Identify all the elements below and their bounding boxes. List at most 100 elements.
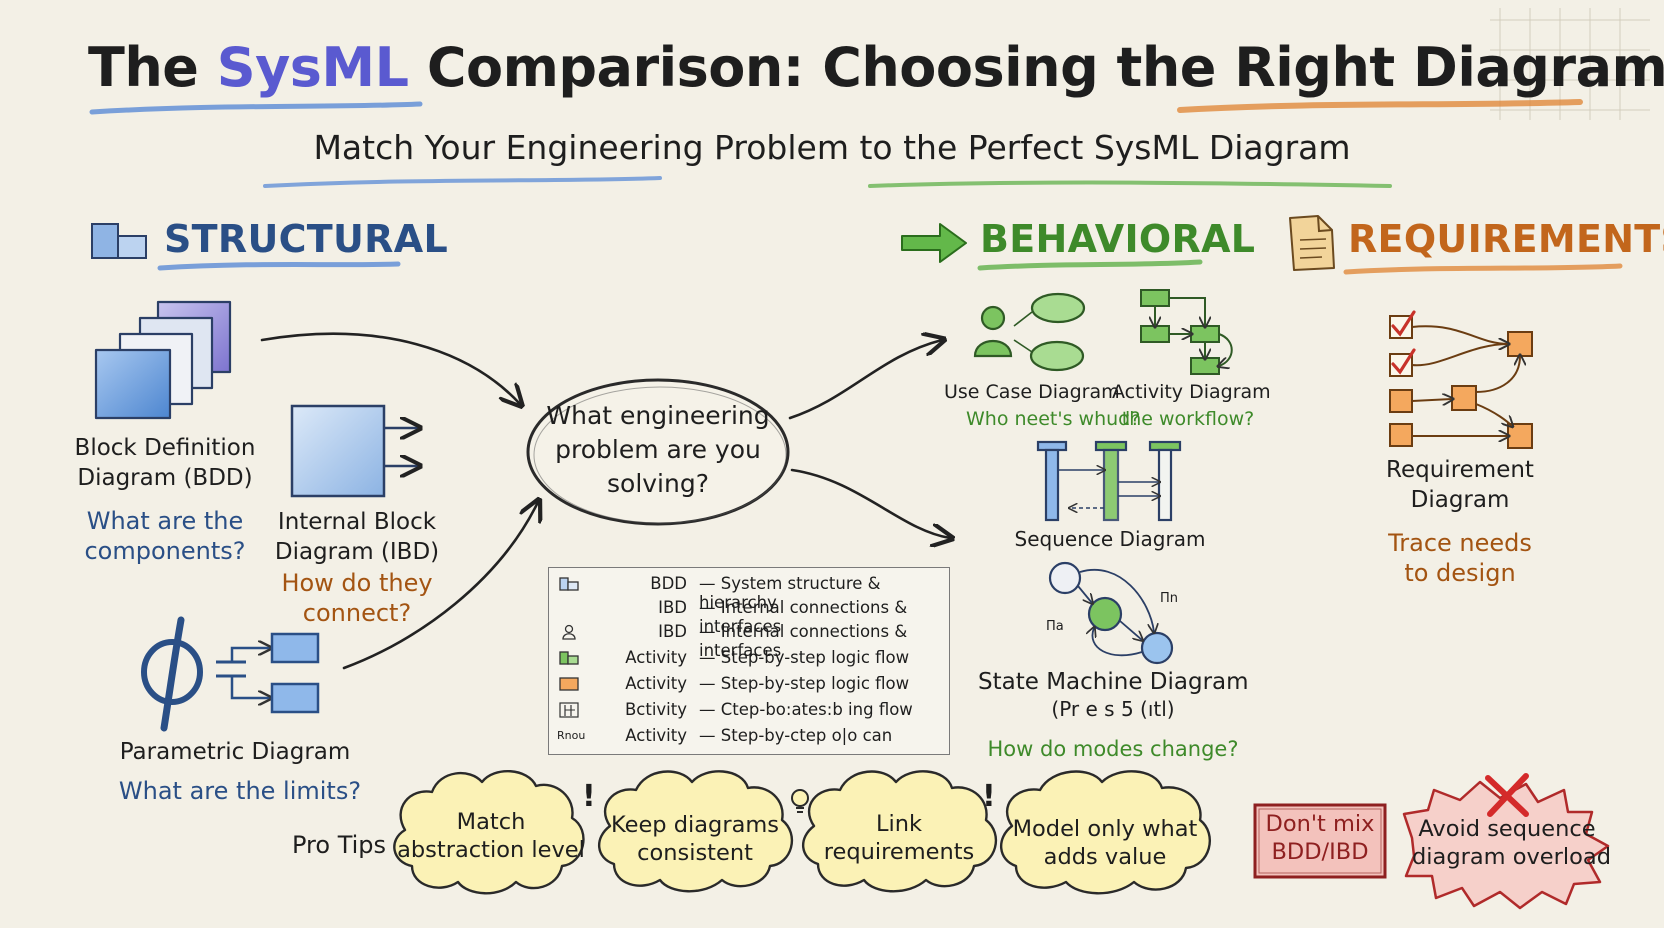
state-mark-left: Πa	[1046, 619, 1064, 634]
legend-row: Bctivity — Ctep-bo:ates:b ing flow	[549, 698, 949, 722]
legend-row: Rnou Activity — Step-by-ctep o|o can	[549, 724, 949, 748]
legend-desc: System structure & hierarchy	[699, 574, 881, 612]
legend-row: IBD — Internal connections & interfaces	[549, 620, 949, 660]
dont-mix-line2: BDD/IBD	[1271, 839, 1369, 865]
state-machine-name-line2: (Pr e s 5 (ıtl)	[1051, 697, 1175, 721]
center-question-bubble	[526, 378, 790, 526]
legend-abbr: Activity	[625, 674, 687, 693]
ibd-question-line1: How do they	[281, 569, 433, 597]
flow-arrows	[260, 334, 950, 670]
legend-row: Activity — Step-by-step logic flow	[549, 672, 949, 696]
legend-desc: Step-by-ctep o|o can	[720, 726, 893, 745]
page-title: The SysML Comparison: Choosing the Right…	[88, 36, 1664, 99]
parametric-phi-icon	[141, 616, 320, 732]
corner-grid-sketch	[1490, 8, 1650, 120]
avoid-overload-line2: diagram overload	[1412, 844, 1611, 870]
tip-2-line1: Keep diagrams	[610, 812, 780, 838]
bdd-name-line2: Diagram (BDD)	[77, 465, 253, 491]
legend-desc: Step-by-step logic flow	[720, 648, 910, 667]
center-question-line2: problem are you	[555, 435, 761, 464]
ibd-block-icon	[290, 404, 418, 498]
bdd-name-line1: Block Definition	[74, 435, 256, 461]
tip-1-exclaim: !	[582, 779, 596, 814]
requirement-diagram-icon	[1389, 310, 1533, 449]
tip-2-line2: consistent	[637, 840, 753, 866]
block-icon	[559, 577, 579, 591]
section-requirements: REQUIREMENTS	[1348, 217, 1664, 261]
structural-header-icon	[91, 223, 147, 259]
tip-4-line2: adds value	[1043, 844, 1167, 870]
subtitle-underline-green	[868, 180, 1392, 188]
actor-icon	[562, 624, 576, 640]
activity-question: the workflow?	[1121, 408, 1255, 430]
requirements-underline	[1343, 263, 1623, 275]
activity-diagram-icon	[1140, 289, 1233, 375]
parametric-name: Parametric Diagram	[119, 739, 351, 765]
green-block-icon	[559, 651, 579, 665]
tip-4-line1: Model only what	[1012, 816, 1198, 842]
state-mark-right: Πn	[1160, 591, 1179, 606]
dont-mix-warning-box	[1253, 803, 1387, 879]
behavioral-arrow-icon	[901, 223, 967, 263]
legend-abbr: BDD	[650, 574, 687, 593]
legend-dash: —	[699, 700, 716, 719]
legend-desc: Step-by-step logic flow	[720, 674, 910, 693]
requirement-question-line2: to design	[1404, 559, 1516, 587]
ibd-name-line2: Diagram (IBD)	[274, 539, 440, 565]
title-suffix: Comparison: Choosing the Right Diagram	[408, 36, 1664, 99]
title-underline-orange	[1177, 99, 1583, 113]
orange-block-icon	[559, 677, 579, 691]
requirement-question-line1: Trace needs	[1388, 529, 1532, 557]
use-case-icon	[973, 292, 1086, 372]
tip-1-line2: abstraction level	[397, 837, 585, 863]
legend-dash: —	[699, 622, 716, 641]
avoid-overload-line1: Avoid sequence	[1418, 816, 1596, 842]
ibd-question-line2: connect?	[302, 599, 412, 627]
center-question-line3: solving?	[607, 469, 709, 498]
legend-abbr: IBD	[658, 598, 687, 617]
pro-tips-label: Pro Tips	[292, 831, 387, 859]
bdd-question-line2: components?	[84, 537, 246, 565]
legend-row: Activity — Step-by-step logic flow	[549, 646, 949, 670]
state-machine-question: How do modes change?	[987, 737, 1239, 761]
page-subtitle: Match Your Engineering Problem to the Pe…	[313, 128, 1351, 167]
dont-mix-line1: Don't mix	[1265, 811, 1375, 837]
note-icon: Rnou	[557, 729, 586, 742]
legend-dash: —	[699, 648, 716, 667]
bdd-question-line1: What are the	[86, 507, 244, 535]
use-case-question: Who neet's whud?	[966, 408, 1141, 430]
requirement-name-line1: Requirement	[1386, 457, 1534, 483]
avoid-overload-burst	[1402, 773, 1610, 910]
legend-row: IBD — Internal connections & interfaces	[549, 596, 949, 636]
title-sysml: SysML	[216, 36, 409, 99]
section-behavioral: BEHAVIORAL	[980, 217, 1256, 261]
title-prefix: The	[88, 36, 217, 99]
legend-dash: —	[699, 726, 716, 745]
state-machine-icon	[1048, 561, 1174, 665]
structural-underline	[157, 261, 401, 271]
tip-3-line2: requirements	[823, 839, 975, 865]
subtitle-underline-blue	[263, 176, 662, 188]
legend-table: BDD — System structure & hierarchy IBD —…	[548, 567, 950, 755]
legend-row: BDD — System structure & hierarchy	[549, 572, 949, 612]
tip-3-line1: Link	[875, 811, 923, 837]
sequence-name: Sequence Diagram	[1014, 527, 1206, 551]
legend-dash: —	[699, 598, 716, 617]
bdd-block-stack-icon	[94, 300, 232, 420]
ibd-name-line1: Internal Block	[277, 509, 437, 535]
legend-desc: Internal connections & interfaces	[699, 598, 908, 636]
tip-1-line1: Match	[456, 809, 526, 835]
legend-desc: Internal connections & interfaces	[699, 622, 908, 660]
tip-lightbulb-icon	[791, 789, 809, 813]
legend-abbr: Activity	[625, 726, 687, 745]
tip-clouds	[393, 769, 1211, 895]
legend-dash: —	[699, 574, 716, 593]
parametric-question: What are the limits?	[118, 777, 362, 805]
use-case-name: Use Case Diagram	[944, 381, 1120, 403]
center-question-line1: What engineering	[546, 401, 770, 430]
requirement-name-line2: Diagram	[1410, 487, 1510, 513]
state-machine-name-line1: State Machine Diagram	[978, 669, 1249, 695]
sequence-diagram-icon	[1036, 440, 1182, 522]
